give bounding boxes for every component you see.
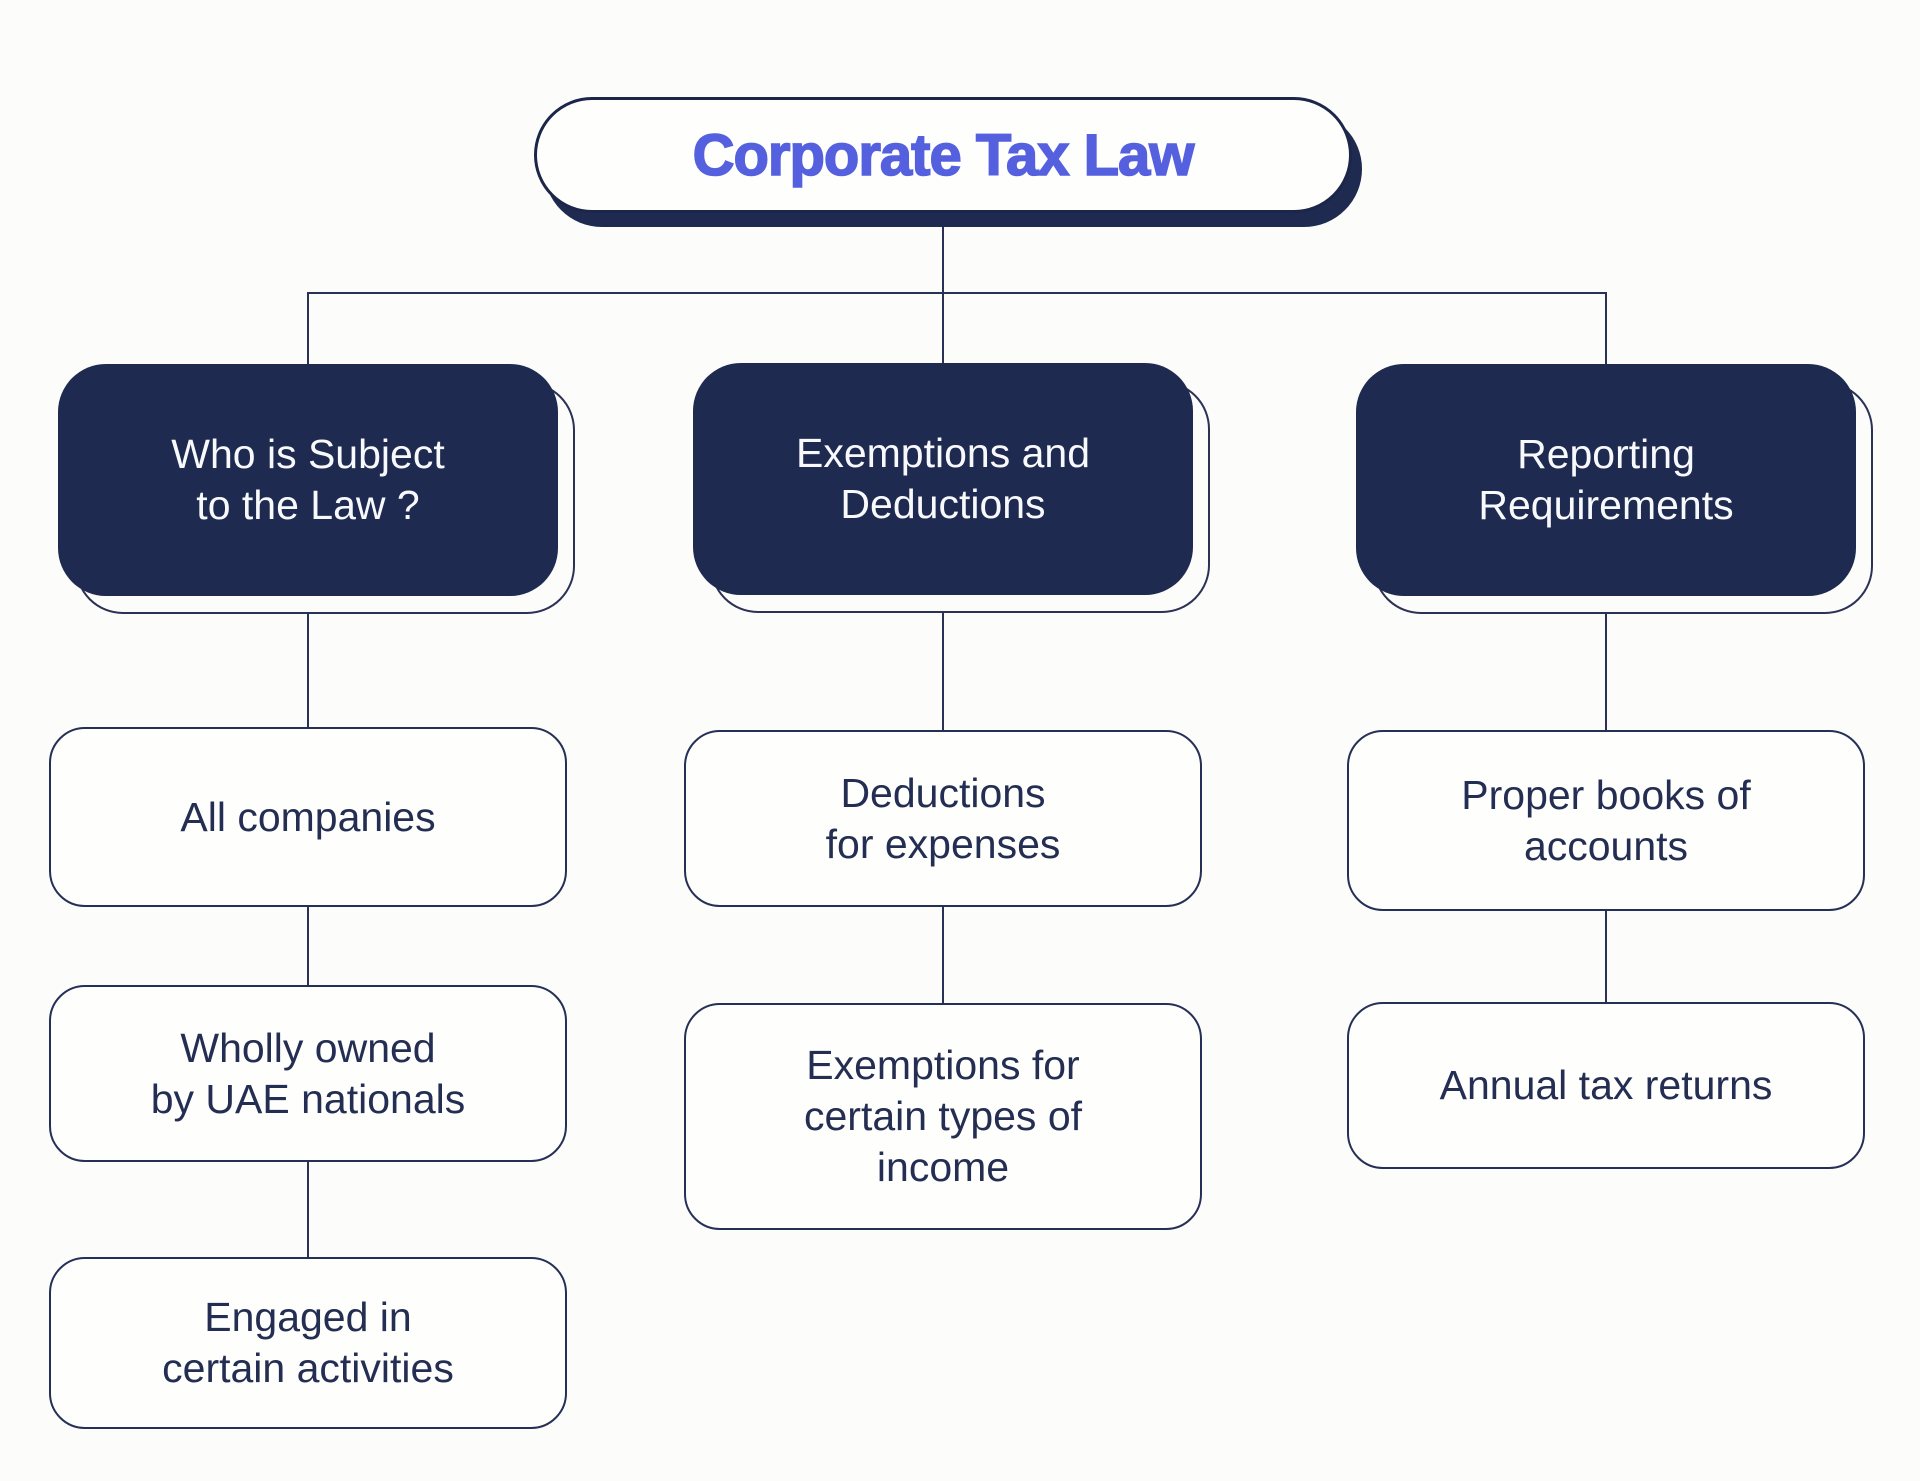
node-engaged-in-certain-activities: Engaged in certain activities [49, 1257, 567, 1429]
connector-col3-child1-child2 [1605, 910, 1607, 1002]
connector-col3-drop [1605, 292, 1607, 364]
connector-col1-header-child1 [307, 596, 309, 727]
node-label: Proper books of accounts [1461, 771, 1751, 869]
node-label: Engaged in certain activities [162, 1294, 454, 1391]
node-proper-books-of-accounts: Proper books of accounts [1347, 730, 1865, 911]
connector-col1-child1-child2 [307, 906, 309, 985]
header-label: Who is Subject to the Law ? [171, 431, 445, 528]
connector-horizontal-main [307, 292, 1607, 294]
node-label: Annual tax returns [1439, 1062, 1773, 1109]
connector-col2-child1-child2 [942, 906, 944, 1003]
node-deductions-for-expenses: Deductions for expenses [684, 730, 1202, 907]
header-box-reporting-requirements: Reporting Requirements [1356, 364, 1873, 614]
connector-title-to-tree [942, 226, 944, 363]
node-label: Wholly owned by UAE nationals [150, 1024, 466, 1122]
node-label: All companies [180, 793, 436, 840]
header-box-who-is-subject: Who is Subject to the Law ? [58, 364, 575, 614]
node-wholly-owned-by-uae-nationals: Wholly owned by UAE nationals [49, 985, 567, 1162]
diagram-title-box: Corporate Tax Law [534, 97, 1352, 213]
header-label: Reporting Requirements [1478, 431, 1734, 528]
header-box-front: Who is Subject to the Law ? [58, 364, 558, 596]
connector-col1-drop [307, 292, 309, 364]
node-all-companies: All companies [49, 727, 567, 907]
header-box-front: Reporting Requirements [1356, 364, 1856, 596]
connector-col2-header-child1 [942, 596, 944, 730]
header-box-exemptions-and-deductions: Exemptions and Deductions [693, 363, 1210, 613]
node-label: Exemptions for certain types of income [803, 1042, 1083, 1190]
diagram-title: Corporate Tax Law [692, 122, 1195, 189]
header-box-front: Exemptions and Deductions [693, 363, 1193, 595]
node-exemptions-for-certain-types-of-income: Exemptions for certain types of income [684, 1003, 1202, 1230]
connector-col1-child2-child3 [307, 1161, 309, 1257]
node-annual-tax-returns: Annual tax returns [1347, 1002, 1865, 1169]
header-label: Exemptions and Deductions [795, 430, 1090, 527]
node-label: Deductions for expenses [825, 769, 1061, 867]
connector-col3-header-child1 [1605, 596, 1607, 730]
